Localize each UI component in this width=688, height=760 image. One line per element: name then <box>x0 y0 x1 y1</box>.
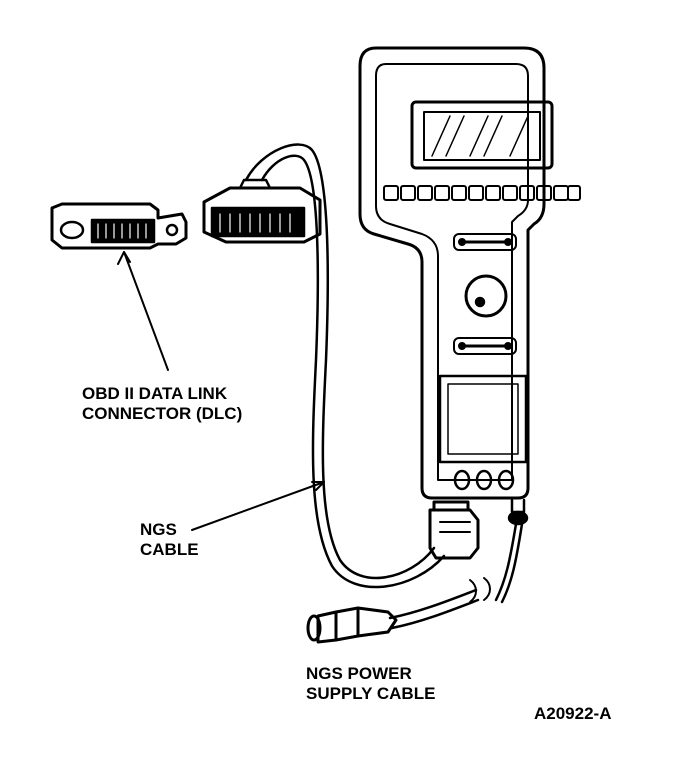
ngs-cable-label: NGS CABLE <box>140 520 199 560</box>
tester-cable-connector <box>428 500 480 560</box>
power-cable-label-line1: NGS POWER <box>306 664 412 683</box>
upper-rocker-key <box>453 233 517 251</box>
dlc-label-line2: CONNECTOR (DLC) <box>82 404 243 423</box>
dlc-label-line1: OBD II DATA LINK <box>82 384 228 403</box>
dlc-label: OBD II DATA LINK CONNECTOR (DLC) <box>82 384 242 424</box>
control-knob <box>464 274 508 318</box>
display-screen <box>423 111 541 161</box>
ngs-cable-plug <box>202 178 322 244</box>
screen-frame <box>410 100 554 170</box>
bottom-buttons <box>453 469 515 491</box>
dlc-connector <box>50 202 188 250</box>
function-keys <box>383 185 581 201</box>
power-jack <box>494 498 529 604</box>
power-cable-label: NGS POWER SUPPLY CABLE <box>306 664 435 704</box>
power-cable-label-line2: SUPPLY CABLE <box>306 684 436 703</box>
ngs-cable-label-line2: CABLE <box>140 540 199 559</box>
lower-rocker-key <box>453 337 517 355</box>
power-supply-cable <box>306 588 480 644</box>
ngs-cable <box>244 143 446 589</box>
dlc-leader-line <box>123 251 169 371</box>
figure-id: A20922-A <box>534 704 612 723</box>
card-panel <box>438 374 528 464</box>
ngs-tester <box>358 46 581 500</box>
ngs-cable-label-line1: NGS <box>140 520 177 539</box>
